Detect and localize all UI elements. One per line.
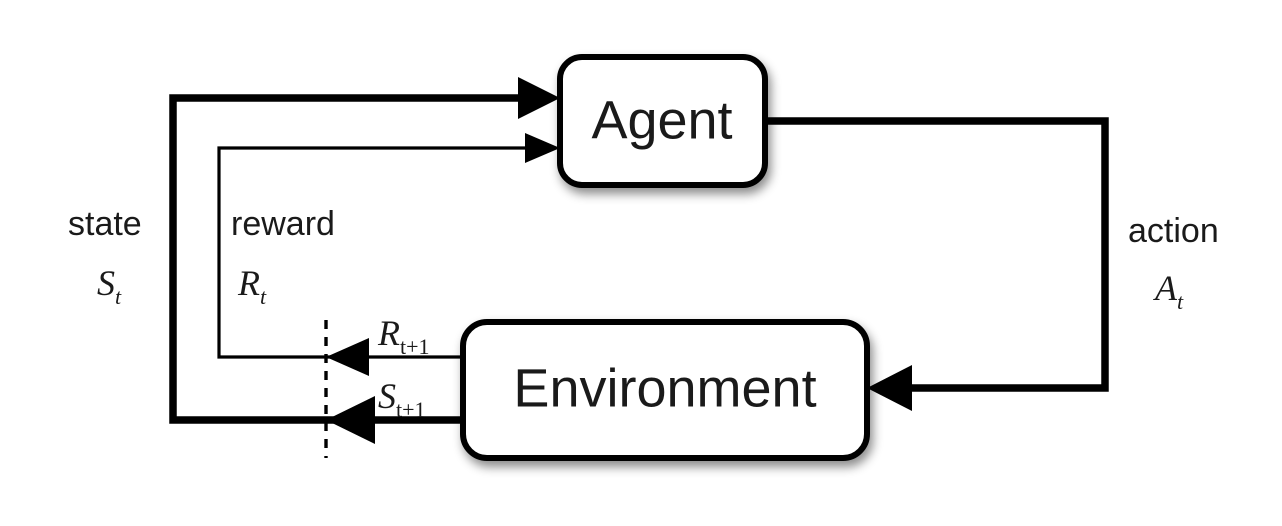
- state-next-subscript: t+1: [396, 397, 426, 422]
- state-into-agent-arrowhead: [518, 77, 560, 119]
- action-path: [765, 117, 1109, 411]
- reward-next-base: R: [377, 313, 400, 353]
- reward-next-symbol-label: Rt+1: [377, 313, 430, 359]
- reward-symbol-label: Rt: [237, 263, 267, 309]
- agent-label: Agent: [591, 90, 732, 150]
- state-next-label-group: St+1: [378, 376, 426, 422]
- reward-next-arrowhead: [326, 338, 369, 376]
- state-feedback-path: [169, 77, 560, 444]
- action-word-label: action: [1128, 212, 1219, 250]
- action-symbol-subscript: t: [1177, 289, 1184, 314]
- reward-symbol-base: R: [237, 263, 260, 303]
- reward-word-label: reward: [231, 205, 335, 243]
- reward-next-subscript: t+1: [400, 334, 430, 359]
- environment-node[interactable]: Environment: [460, 319, 870, 461]
- action-into-environment-arrowhead: [867, 365, 912, 411]
- agent-node[interactable]: Agent: [557, 54, 768, 188]
- agent-box[interactable]: [557, 54, 768, 188]
- environment-box[interactable]: [460, 319, 870, 461]
- state-word-label: state: [68, 205, 142, 243]
- reward-next-label-group: Rt+1: [377, 313, 430, 359]
- environment-label: Environment: [513, 358, 816, 418]
- reward-feedback-path: [217, 133, 560, 376]
- action-symbol-base: A: [1153, 268, 1178, 308]
- state-next-base: S: [378, 376, 396, 416]
- action-label-group: action At: [1128, 212, 1219, 314]
- reward-symbol-subscript: t: [260, 284, 267, 309]
- state-next-arrowhead: [326, 396, 375, 444]
- reward-label-group: reward Rt: [231, 205, 335, 309]
- state-symbol-label: St: [97, 263, 122, 309]
- reward-into-agent-arrowhead: [525, 133, 560, 163]
- state-symbol-base: S: [97, 263, 115, 303]
- state-next-symbol-label: St+1: [378, 376, 426, 422]
- state-label-group: state St: [68, 205, 142, 309]
- state-symbol-subscript: t: [115, 284, 122, 309]
- action-symbol-label: At: [1153, 268, 1184, 314]
